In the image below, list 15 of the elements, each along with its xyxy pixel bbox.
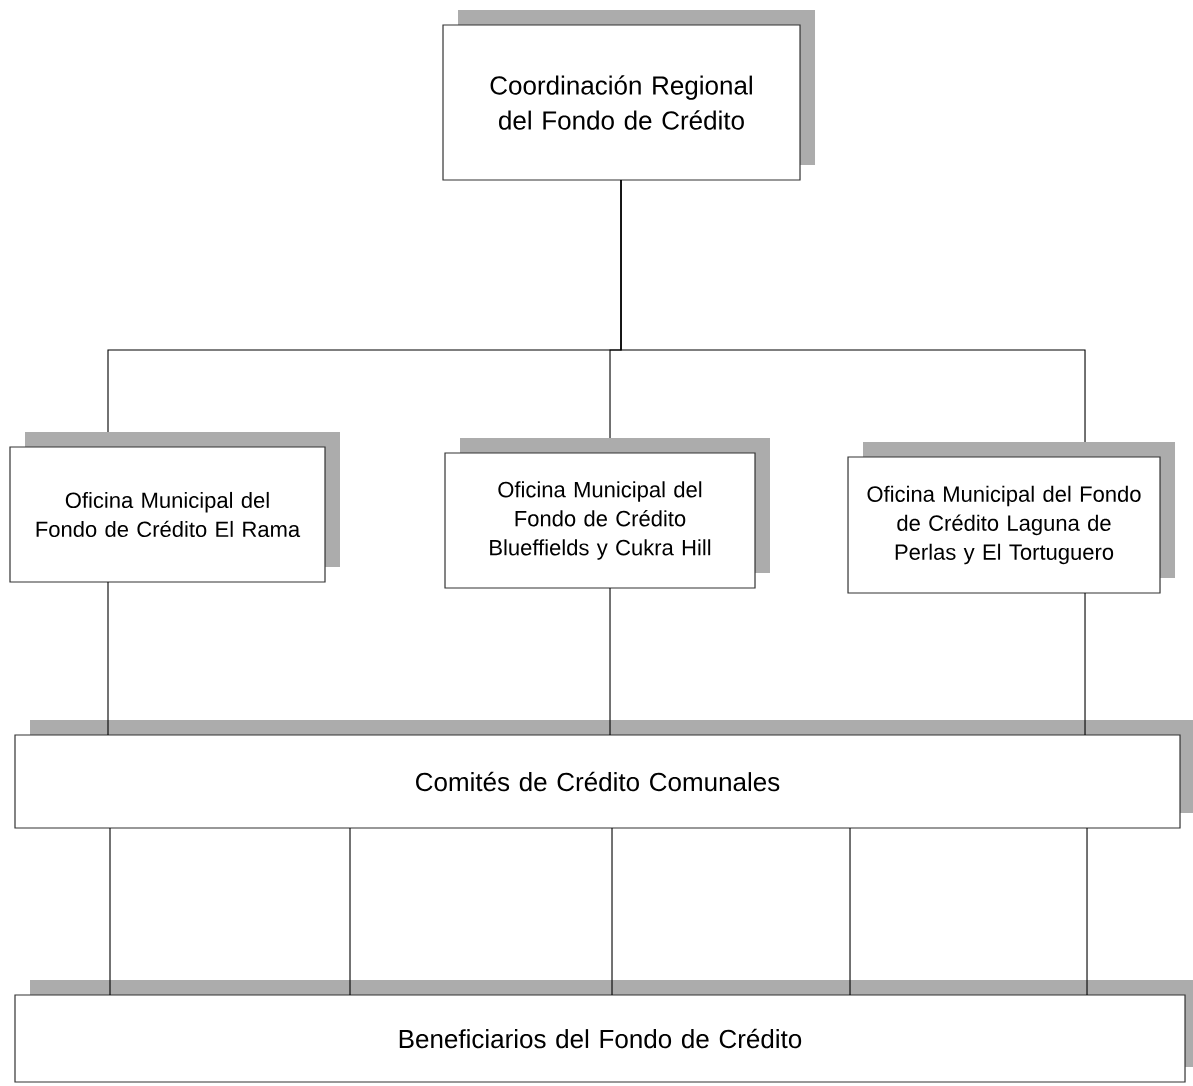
connector-line [107, 581, 109, 736]
org-box: Oficina Municipal del Fondo de Crédito El Rama [9, 432, 340, 583]
connector-line [609, 587, 611, 736]
org-box: Beneficiarios del Fondo de Crédito [14, 980, 1193, 1083]
connector-line [620, 179, 1086, 443]
connector-line [349, 827, 351, 996]
org-box: Oficina Municipal del Fondo de Crédito Blueffields y Cukra Hill [444, 438, 770, 589]
connector-line [109, 827, 111, 996]
connector-line [849, 827, 851, 996]
connector-line [1084, 592, 1086, 736]
org-box: Oficina Municipal del Fondo de Crédito Laguna de Perlas y El Tortuguero [847, 442, 1175, 594]
org-box: Comités de Crédito Comunales [14, 720, 1193, 829]
org-box: Coordinación Regional del Fondo de Crédito [442, 10, 815, 181]
connector-line [1086, 827, 1088, 996]
connector-line [611, 827, 613, 996]
